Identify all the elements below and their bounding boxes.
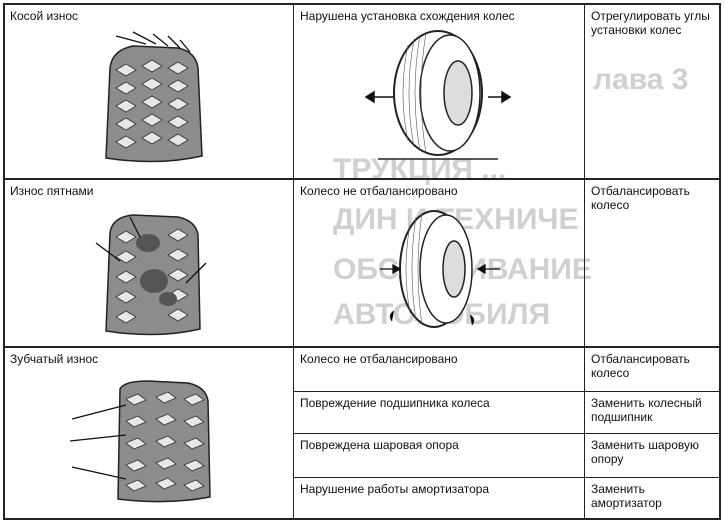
- cause-label: Нарушение работы амортизатора: [300, 482, 490, 496]
- wear-diagnosis-table: лава 3 ТРУКЦИЯ ... ДИН И ТЕХНИЧЕ ОБСЛУЖИ…: [3, 3, 721, 520]
- remedy-label: Заменить шаровую опору: [591, 438, 700, 466]
- wheel-unbalanced-icon: [380, 210, 500, 328]
- wear-type-label: Износ пятнами: [10, 184, 94, 198]
- remedy-label: Отбалансировать колесо: [591, 352, 690, 380]
- cause-label: Нарушена установка схождения колес: [300, 9, 515, 23]
- remedy-label: Отрегулировать углы установки колес: [591, 9, 710, 37]
- tread-sawtooth-icon: [69, 380, 211, 503]
- wear-type-label: Зубчатый износ: [10, 352, 99, 366]
- wheel-toe-misalignment-icon: [364, 30, 512, 160]
- remedy-label: Заменить амортизатор: [591, 482, 662, 510]
- cause-label: Повреждение подшипника колеса: [300, 396, 490, 410]
- remedy-label: Заменить колесный подшипник: [591, 396, 702, 424]
- tread-feathered-icon: [105, 31, 203, 163]
- cause-label: Колесо не отбалансировано: [300, 352, 458, 366]
- cause-label: Колесо не отбалансировано: [300, 184, 458, 198]
- cause-label: Повреждена шаровая опора: [300, 438, 459, 452]
- wear-type-label: Косой износ: [10, 9, 79, 23]
- watermark-show-through: лава 3: [593, 63, 689, 96]
- tread-spotted-icon: [95, 214, 207, 336]
- remedy-label: Отбалансировать колесо: [591, 184, 690, 212]
